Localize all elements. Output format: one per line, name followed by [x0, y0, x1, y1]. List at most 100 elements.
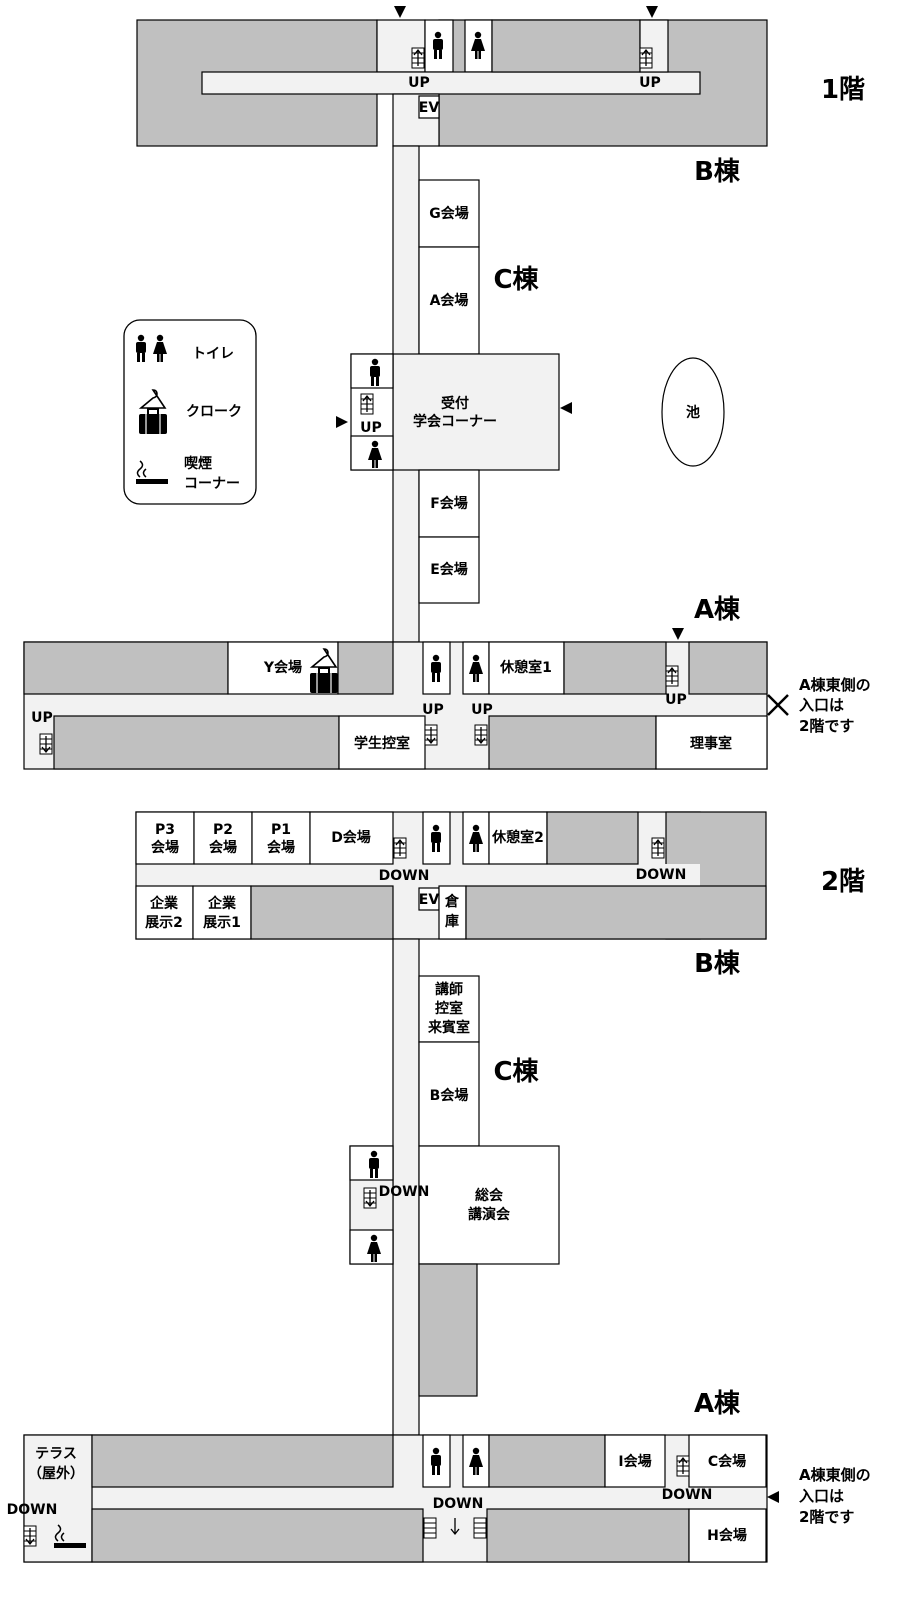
room-a-label: A会場 — [430, 292, 469, 309]
room-b-label: B会場 — [430, 1087, 469, 1104]
stairs-down-label: DOWN — [433, 1496, 484, 1512]
b2-block-south-west — [250, 885, 394, 940]
building-a-label-f1: A棟 — [694, 595, 741, 625]
room-p2-label-1: P2 — [213, 822, 233, 838]
lecturer-room — [418, 975, 480, 1043]
legend-toilet-label: トイレ — [192, 346, 234, 362]
room-c-label: C会場 — [708, 1453, 746, 1470]
room-p1-label-2: 会場 — [267, 839, 295, 856]
legend-smoking-label-1: 喫煙 — [184, 455, 212, 472]
room-f — [418, 469, 480, 538]
floor-2-label: 2階 — [821, 867, 865, 897]
stairs-icon — [473, 1517, 487, 1539]
student-room — [338, 715, 426, 770]
room-h — [688, 1508, 767, 1563]
c-building-corridor-f2 — [392, 938, 420, 1436]
exhibit-1 — [192, 885, 252, 940]
room-a — [418, 246, 480, 355]
b2-block-mid — [546, 811, 639, 865]
a-building-block-b — [563, 641, 667, 695]
ev-label-2: EV — [419, 892, 440, 908]
floor-1: EV UP UP 1階 B棟 G会場 A会場 C棟 受付 学会コーナー UP — [23, 6, 871, 770]
a-building-block-south-east — [488, 715, 657, 770]
reception-label-2: 学会コーナー — [413, 413, 497, 430]
room-i-label: I会場 — [618, 1453, 651, 1470]
closed-entrance-icon — [767, 694, 789, 716]
entrance-triangle-icon — [646, 6, 658, 18]
east-entrance-note-3: 2階です — [799, 717, 854, 735]
east-entrance-note-f2-3: 2階です — [799, 1508, 854, 1526]
ev-label-1: EV — [419, 100, 440, 116]
lecturer-label-1: 講師 — [435, 981, 463, 998]
a-building-block-c — [688, 641, 768, 695]
terrace-label-2: （屋外） — [28, 1465, 84, 1482]
stairs-icon — [423, 1517, 437, 1539]
a-building-block-a — [337, 641, 394, 695]
entrance-triangle-icon — [560, 402, 572, 414]
building-b-label-f1: B棟 — [694, 157, 741, 187]
room-g — [418, 179, 480, 248]
exhibit-1-label-2: 展示1 — [203, 915, 241, 931]
building-a-label-f2: A棟 — [694, 1389, 741, 1419]
lecturer-label-2: 控室 — [435, 1000, 463, 1017]
room-e — [418, 536, 480, 604]
b2-corridor-end — [640, 864, 700, 886]
stairs-up-label: UP — [360, 420, 382, 436]
b-building-block-mid — [491, 19, 641, 73]
room-f-label: F会場 — [430, 495, 468, 512]
room-c — [688, 1434, 767, 1488]
pond — [661, 357, 725, 467]
stairs-down-label: DOWN — [662, 1487, 713, 1503]
stairs-up-label: UP — [422, 702, 444, 718]
toilet-room-women-b2 — [462, 811, 490, 865]
a2-block-north-mid — [488, 1434, 606, 1488]
rest-room-2-label: 休憩室2 — [491, 829, 544, 846]
storage-label-1: 倉 — [444, 893, 460, 910]
b2-block-south-east — [465, 885, 767, 940]
stairs-up-label: UP — [639, 75, 661, 91]
room-p1-label-1: P1 — [271, 822, 291, 838]
assembly-hall-label-1: 総会 — [475, 1187, 504, 1204]
toilet-room-men-b2 — [422, 811, 451, 865]
director-room — [655, 715, 768, 770]
room-d-label: D会場 — [331, 829, 371, 846]
room-g-label: G会場 — [429, 205, 469, 222]
floor-1-label: 1階 — [821, 75, 865, 105]
reception-label-1: 受付 — [441, 395, 469, 412]
room-p3 — [135, 811, 195, 865]
stairs-up-label: UP — [665, 692, 687, 708]
room-p1 — [251, 811, 311, 865]
room-p3-label-1: P3 — [155, 822, 175, 838]
legend-cloak-label: クローク — [186, 404, 242, 420]
stairs-up-label: UP — [31, 710, 53, 726]
terrace-label-1: テラス — [35, 1446, 77, 1462]
building-c-label-f1: C棟 — [493, 265, 539, 295]
exhibit-1-label-1: 企業 — [207, 895, 237, 912]
stairs-up-label: UP — [471, 702, 493, 718]
rest-room-1-label: 休憩室1 — [499, 659, 552, 676]
stairs-down-label: DOWN — [636, 867, 687, 883]
room-e-label: E会場 — [430, 561, 468, 578]
room-h-label: H会場 — [707, 1527, 747, 1544]
room-p2-label-2: 会場 — [209, 839, 237, 856]
stairs-up-label: UP — [408, 75, 430, 91]
student-room-label: 学生控室 — [354, 735, 410, 752]
room-b — [418, 1041, 480, 1147]
entrance-triangle-icon — [336, 416, 348, 428]
a-building-block-south-west — [53, 715, 340, 770]
entrance-triangle-icon — [394, 6, 406, 18]
room-p2 — [193, 811, 253, 865]
exhibit-2-label-2: 展示2 — [145, 915, 183, 931]
building-c-label-f2: C棟 — [493, 1057, 539, 1087]
a-building-block-west — [23, 641, 229, 695]
east-entrance-note-2: 入口は — [799, 696, 844, 714]
reception-area — [392, 353, 560, 471]
ev-box-1 — [418, 95, 440, 119]
legend-smoking-label-2: コーナー — [184, 476, 240, 492]
assembly-hall — [418, 1145, 560, 1265]
room-d — [309, 811, 394, 865]
stairs-down-label: DOWN — [7, 1502, 58, 1518]
a2-block-north-west — [91, 1434, 394, 1488]
lecturer-label-3: 来賓室 — [427, 1019, 470, 1036]
